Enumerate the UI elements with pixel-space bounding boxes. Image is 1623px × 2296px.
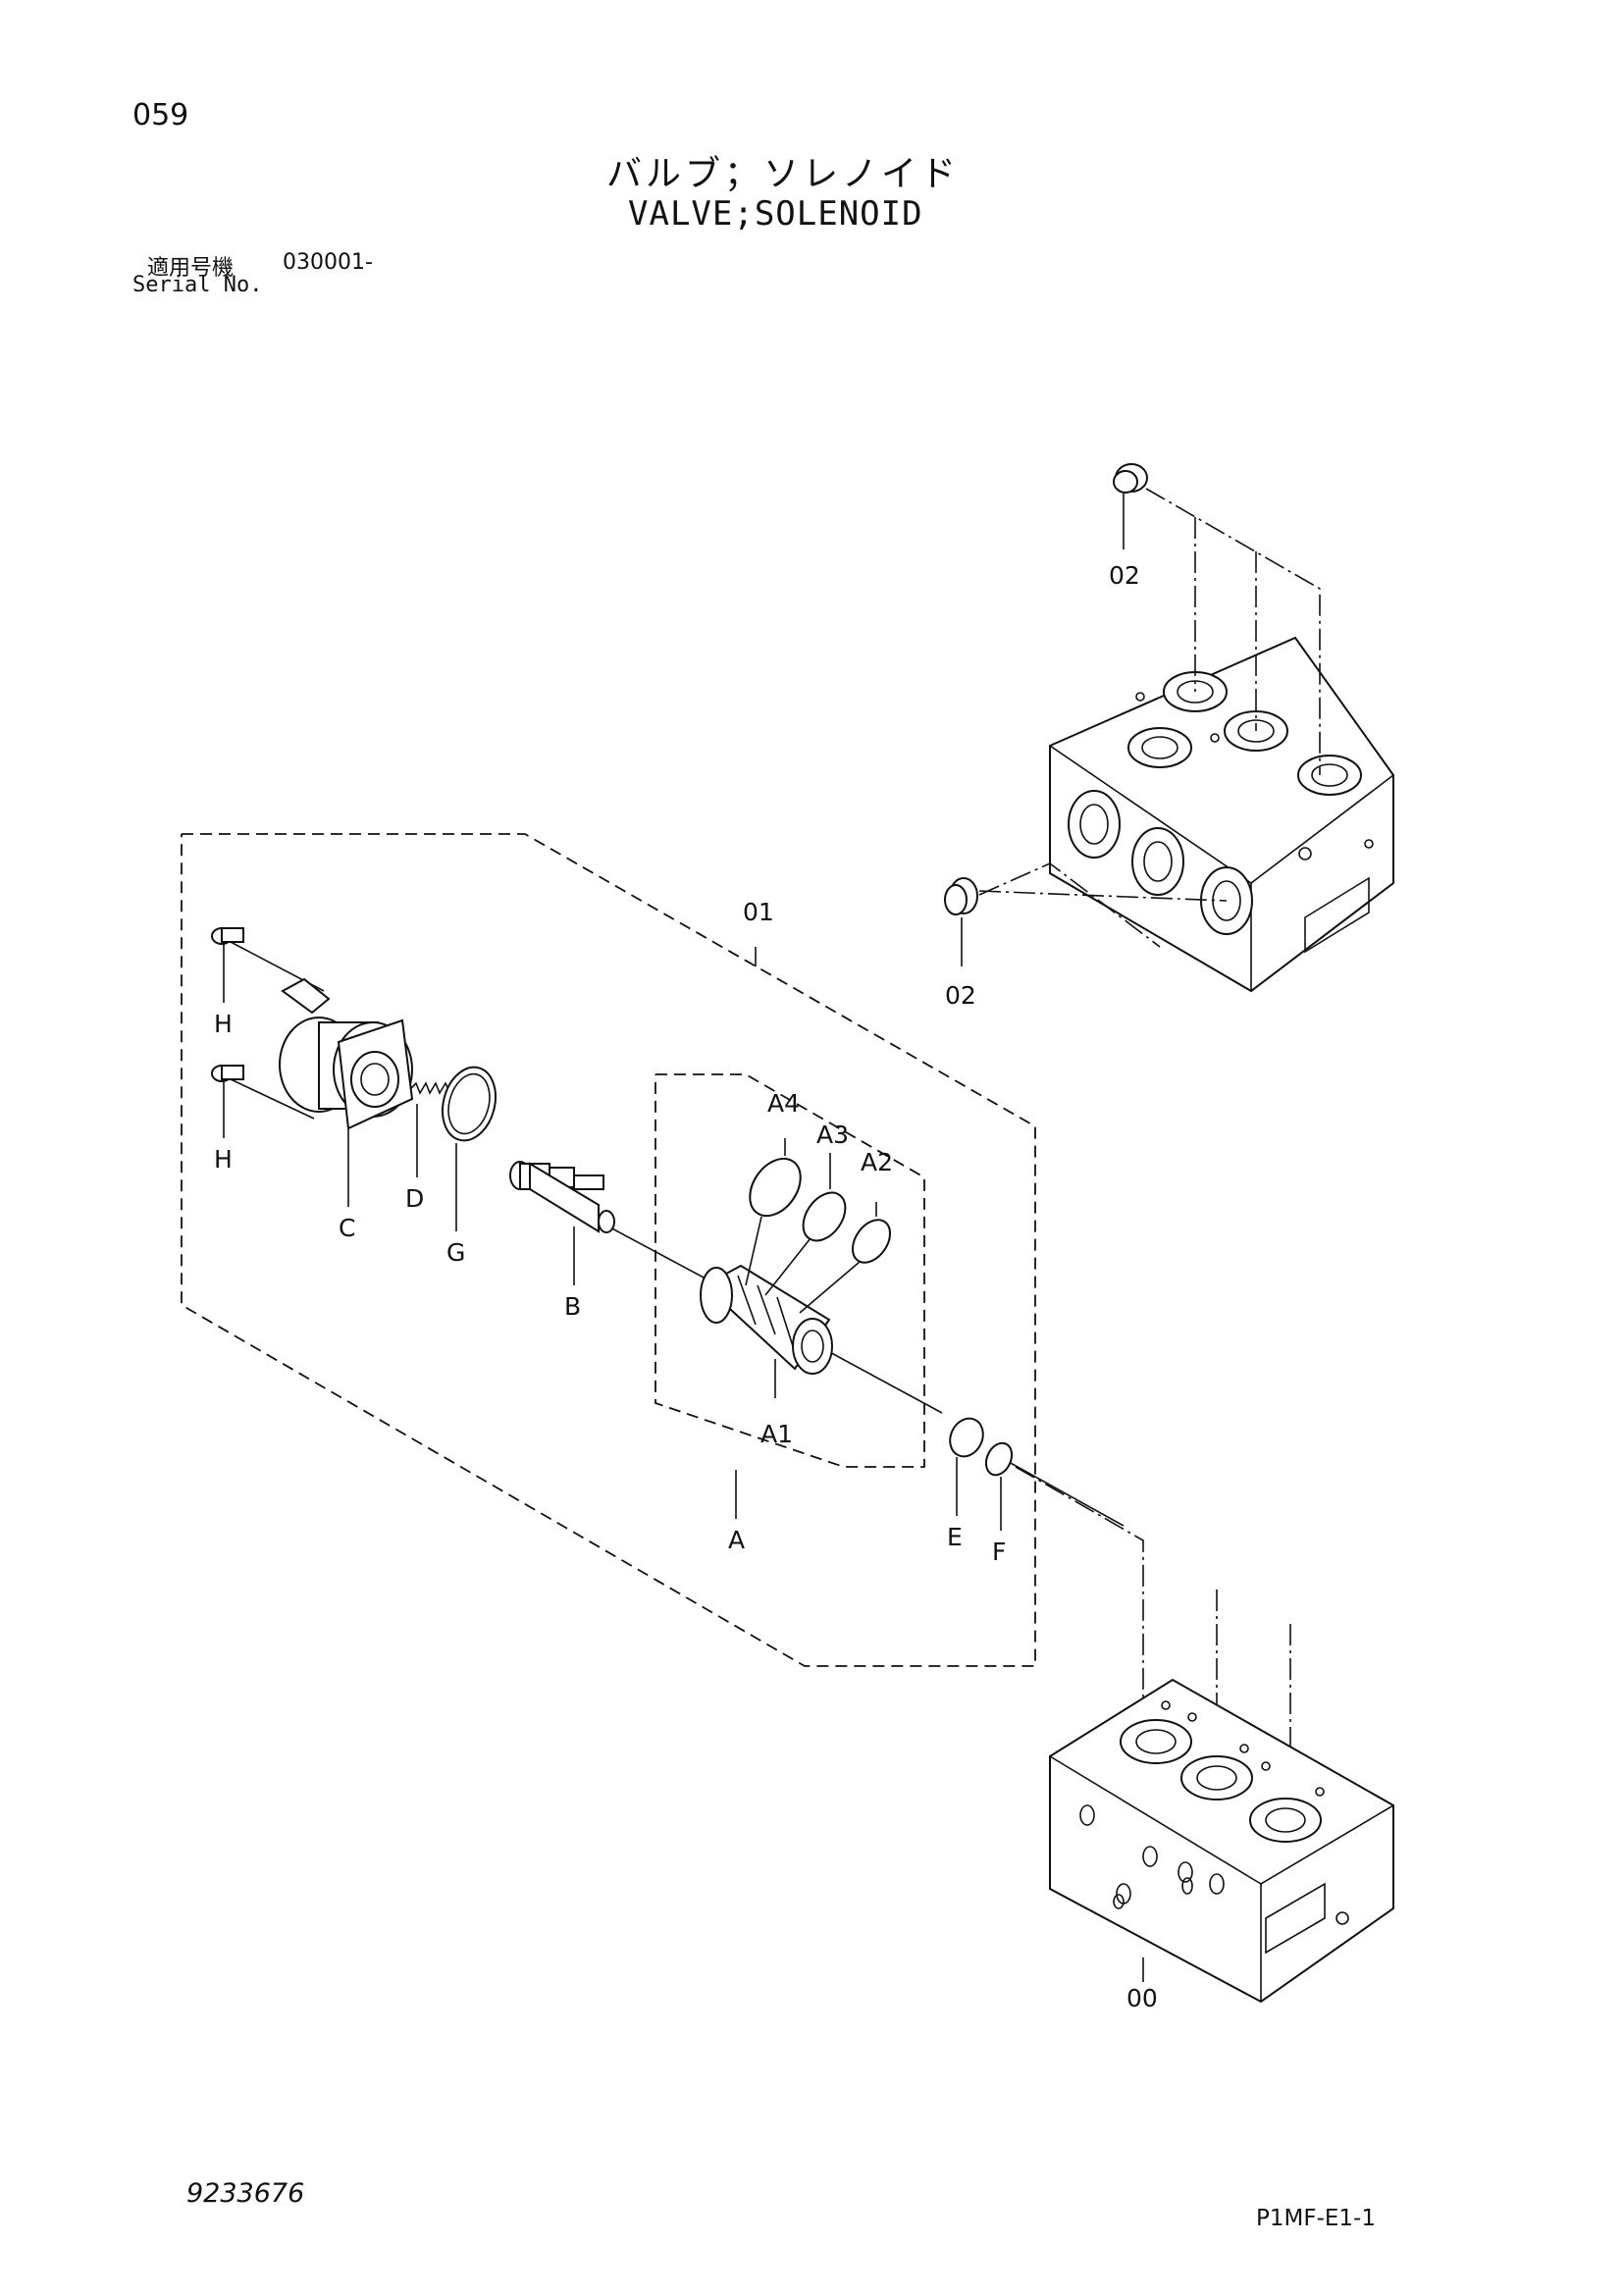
callout-02-top: 02 — [1109, 561, 1140, 590]
title-english: VALVE;SOLENOID — [628, 194, 923, 234]
plug-02-side — [944, 877, 978, 966]
callout-E: E — [947, 1523, 963, 1551]
serial-value: 030001- — [283, 250, 373, 275]
callout-D: D — [405, 1184, 424, 1213]
page-number: 059 — [132, 98, 189, 132]
callout-F: F — [992, 1538, 1006, 1566]
callout-00: 00 — [1126, 1984, 1158, 2012]
callout-A1: A1 — [760, 1420, 793, 1448]
o-ring-F — [984, 1441, 1014, 1531]
valve-block-top — [1049, 636, 1394, 993]
callout-A3: A3 — [816, 1121, 849, 1149]
screw-H-upper — [211, 927, 244, 1003]
plug-02-top — [1113, 463, 1148, 549]
spring-D — [409, 1081, 450, 1177]
valve-block-00 — [1049, 1678, 1394, 2004]
callout-C: C — [339, 1214, 355, 1242]
o-ring-A2 — [799, 1202, 892, 1314]
callout-A: A — [728, 1526, 745, 1554]
o-ring-A4 — [745, 1138, 802, 1286]
o-ring-G — [442, 1066, 497, 1231]
callout-H-upper: H — [214, 1010, 233, 1038]
subassembly-A-envelope — [654, 1073, 925, 1468]
title-japanese: バルブ；ソレノイド — [606, 154, 961, 194]
callout-B: B — [564, 1292, 581, 1321]
sleeve-A1 — [700, 1264, 833, 1398]
o-ring-A3 — [764, 1153, 847, 1296]
screw-H-lower — [211, 1065, 244, 1138]
ring-E — [949, 1417, 984, 1516]
drawing-code: P1MF-E1-1 — [1256, 2206, 1376, 2231]
callout-A4: A4 — [767, 1089, 800, 1118]
callout-G: G — [446, 1238, 465, 1267]
document-number: 9233676 — [186, 2178, 305, 2209]
solenoid-C — [279, 977, 414, 1207]
spool-B — [509, 1161, 615, 1285]
callout-A2: A2 — [861, 1148, 893, 1176]
serial-label-english: Serial No. — [132, 273, 263, 297]
callout-02-side: 02 — [945, 981, 976, 1010]
assembly-01-envelope — [181, 833, 1036, 1667]
callout-H-lower: H — [214, 1145, 233, 1174]
callout-01: 01 — [743, 898, 774, 926]
serial-label-japanese: 適用号機 — [147, 256, 235, 281]
